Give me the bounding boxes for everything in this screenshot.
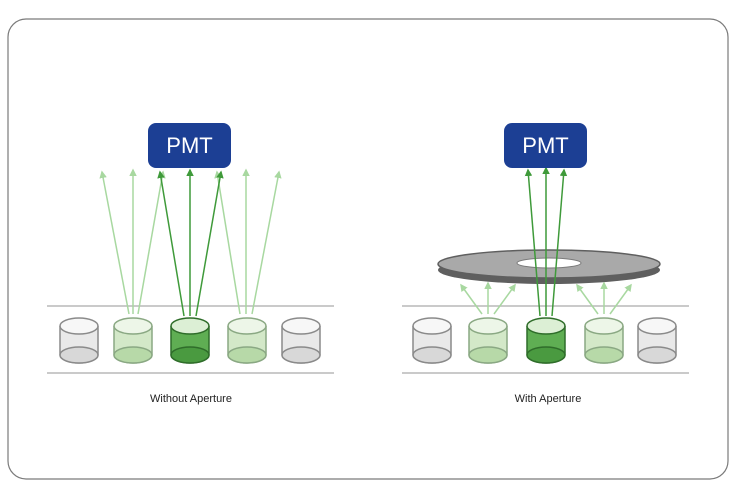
pmt-label: PMT: [522, 133, 568, 158]
ray-strong: [157, 170, 185, 317]
well-light-green: [113, 317, 153, 364]
ray-light: [137, 170, 166, 315]
caption-without-aperture: Without Aperture: [150, 393, 232, 405]
pmt-detector-box: [148, 123, 231, 168]
ray-light: [251, 170, 282, 315]
aperture-disk: [437, 249, 661, 284]
well-light-green: [227, 317, 267, 364]
well-light-green: [468, 317, 508, 364]
well-grey: [637, 317, 677, 364]
ray-light: [99, 170, 130, 315]
ray-light: [214, 170, 241, 315]
well-light-green: [584, 317, 624, 364]
ray-strong: [195, 170, 224, 317]
panel-with-aperture: PMT With Aperture: [402, 123, 689, 405]
light-rays-through-aperture: [524, 166, 568, 317]
well-dark-green: [170, 317, 210, 364]
pmt-detector-box: [504, 123, 587, 168]
light-rays: [99, 168, 282, 317]
ray-light: [493, 283, 516, 315]
ray-light: [576, 283, 599, 315]
well-grey: [281, 317, 321, 364]
aperture-hole: [516, 257, 582, 269]
ray-strong: [551, 168, 568, 317]
pmt-label: PMT: [166, 133, 212, 158]
ray-light: [609, 283, 632, 315]
ray-light: [460, 283, 483, 315]
well-grey: [59, 317, 99, 364]
panel-without-aperture: PMT Without Aperture: [47, 123, 334, 405]
blocked-light-rays: [460, 281, 632, 315]
well-dark-green: [526, 317, 566, 364]
caption-with-aperture: With Aperture: [515, 393, 582, 405]
ray-strong: [524, 168, 541, 317]
well-grey: [412, 317, 452, 364]
